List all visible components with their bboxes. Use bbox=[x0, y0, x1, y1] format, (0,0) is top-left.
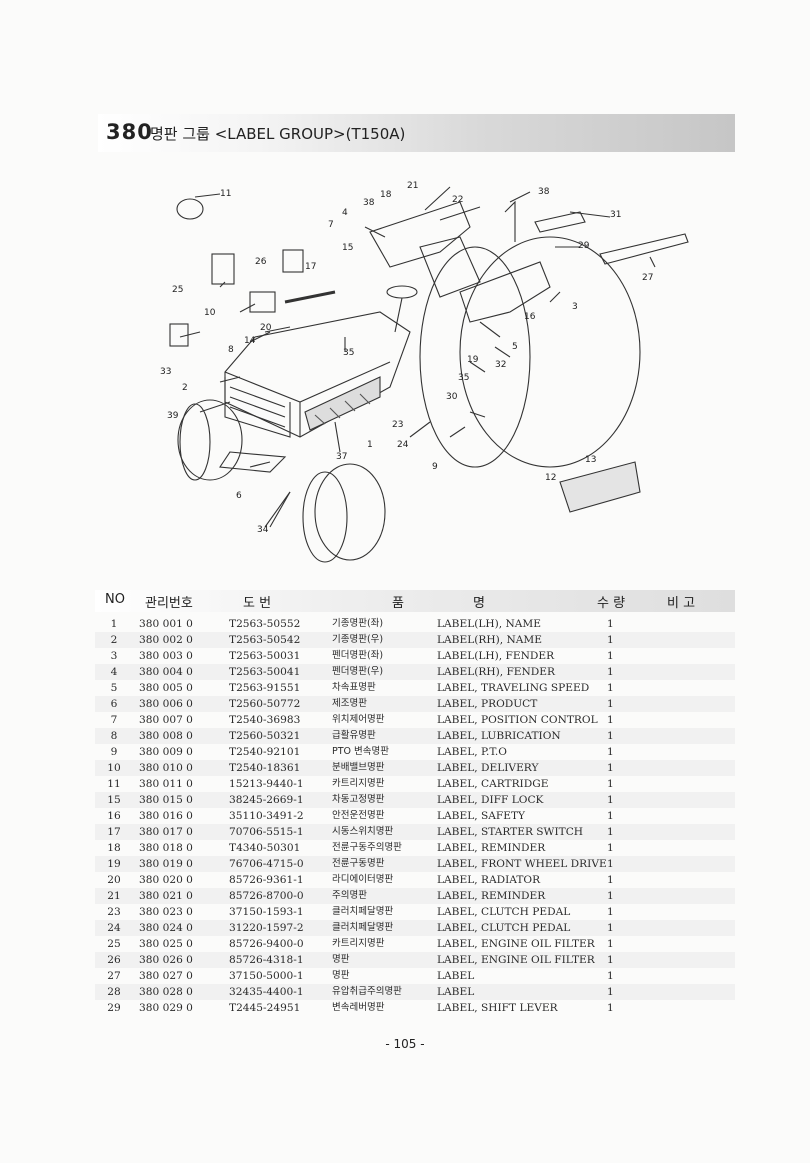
tractor-drawing: 11 21 18 22 38 38 4 31 7 29 15 26 17 27 … bbox=[160, 181, 689, 563]
svg-text:38: 38 bbox=[538, 187, 550, 197]
svg-text:27: 27 bbox=[642, 273, 653, 283]
svg-text:25: 25 bbox=[172, 285, 183, 295]
svg-text:22: 22 bbox=[452, 195, 463, 205]
label-strip-part bbox=[559, 461, 641, 513]
col-mgmt: 관리번호 bbox=[145, 596, 193, 611]
bracket-part-29 bbox=[534, 211, 586, 233]
left-fender bbox=[369, 201, 471, 268]
svg-text:19: 19 bbox=[467, 355, 479, 365]
bracket-part-27 bbox=[599, 233, 689, 265]
svg-text:17: 17 bbox=[305, 262, 316, 272]
section-title: 명판 그룹 <LABEL GROUP>(T150A) bbox=[150, 125, 406, 143]
svg-text:20: 20 bbox=[260, 323, 272, 333]
svg-text:21: 21 bbox=[407, 181, 418, 191]
parts-table-header: NO 관리번호 도 번 품 명 수 량 비 고 bbox=[95, 590, 735, 612]
cartridge-part bbox=[176, 198, 204, 220]
col-qty: 수 량 bbox=[597, 596, 626, 611]
front-bracket bbox=[219, 451, 287, 473]
col-name-1: 품 bbox=[392, 596, 404, 611]
svg-text:39: 39 bbox=[167, 411, 179, 421]
svg-text:34: 34 bbox=[257, 525, 269, 535]
svg-text:35: 35 bbox=[343, 348, 354, 358]
svg-text:10: 10 bbox=[204, 308, 216, 318]
svg-text:11: 11 bbox=[220, 189, 231, 199]
svg-text:13: 13 bbox=[585, 455, 596, 465]
svg-text:1: 1 bbox=[367, 440, 373, 450]
svg-text:26: 26 bbox=[255, 257, 267, 267]
seat bbox=[419, 236, 481, 298]
steering-wheel bbox=[386, 285, 418, 299]
tractor-label-diagram: 11 21 18 22 38 38 4 31 7 29 15 26 17 27 … bbox=[140, 172, 700, 572]
svg-text:5: 5 bbox=[512, 342, 518, 352]
svg-text:2: 2 bbox=[182, 383, 188, 393]
svg-text:29: 29 bbox=[578, 241, 590, 251]
svg-text:14: 14 bbox=[244, 336, 256, 346]
oil-filter-part bbox=[211, 253, 235, 285]
grille bbox=[224, 377, 291, 438]
svg-text:6: 6 bbox=[236, 491, 242, 501]
rear-wheel bbox=[459, 236, 641, 468]
svg-text:9: 9 bbox=[432, 462, 438, 472]
svg-text:35: 35 bbox=[458, 373, 469, 383]
svg-text:31: 31 bbox=[610, 210, 621, 220]
svg-text:12: 12 bbox=[545, 473, 556, 483]
front-wheel-right bbox=[314, 463, 386, 561]
right-fender bbox=[459, 261, 551, 323]
svg-text:8: 8 bbox=[228, 345, 234, 355]
svg-text:4: 4 bbox=[342, 208, 348, 218]
svg-text:24: 24 bbox=[397, 440, 409, 450]
section-header: 380 명판 그룹 <LABEL GROUP>(T150A) bbox=[98, 114, 735, 152]
page-number: - 105 - bbox=[385, 1037, 425, 1051]
hood bbox=[224, 311, 411, 438]
svg-text:37: 37 bbox=[336, 452, 347, 462]
svg-text:30: 30 bbox=[446, 392, 458, 402]
svg-text:3: 3 bbox=[572, 302, 578, 312]
section-number: 380 bbox=[106, 120, 153, 144]
svg-text:18: 18 bbox=[380, 190, 392, 200]
svg-text:23: 23 bbox=[392, 420, 403, 430]
col-remark: 비 고 bbox=[667, 596, 696, 611]
svg-text:32: 32 bbox=[495, 360, 506, 370]
col-name-2: 명 bbox=[473, 596, 485, 611]
svg-text:38: 38 bbox=[363, 198, 375, 208]
svg-text:33: 33 bbox=[160, 367, 171, 377]
svg-text:16: 16 bbox=[524, 312, 536, 322]
svg-text:7: 7 bbox=[328, 220, 334, 230]
col-drawing: 도 번 bbox=[243, 596, 272, 611]
svg-text:15: 15 bbox=[342, 243, 353, 253]
front-wheel-left bbox=[177, 399, 243, 481]
col-no: NO bbox=[105, 592, 125, 607]
